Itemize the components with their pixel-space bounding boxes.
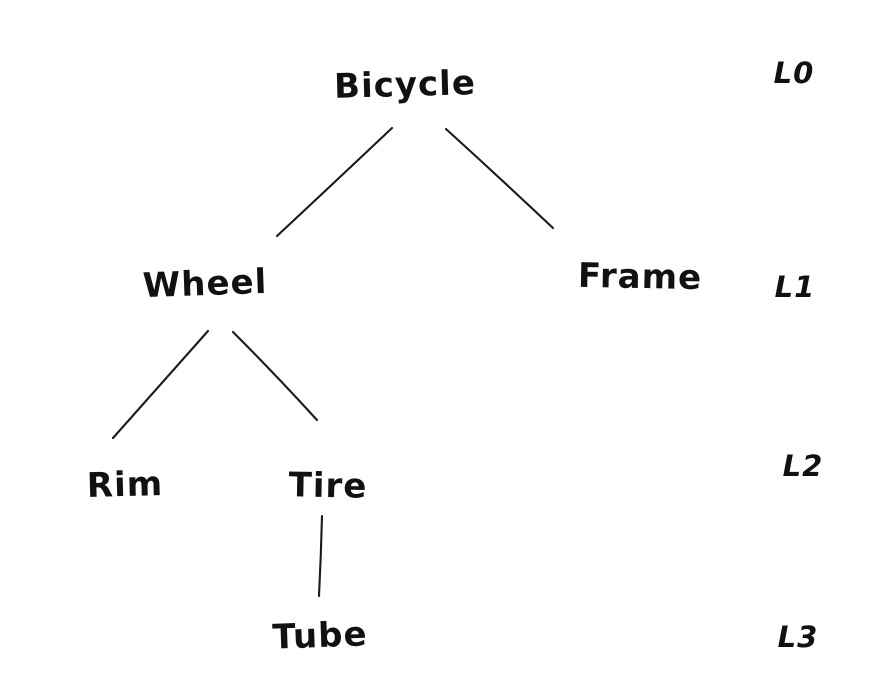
level-label-l3: L3	[777, 620, 819, 654]
level-label-l1: L1	[774, 270, 816, 304]
edge-wheel-rim	[111, 329, 210, 440]
edge-tire-tube	[317, 514, 324, 598]
node-wheel: Wheel	[142, 261, 268, 307]
node-frame: Frame	[577, 255, 703, 299]
node-tube: Tube	[271, 614, 369, 658]
node-tire: Tire	[288, 465, 368, 507]
edge-bicycle-frame	[444, 127, 555, 230]
level-label-l2: L2	[782, 449, 824, 483]
level-label-l0: L0	[773, 56, 815, 90]
edge-bicycle-wheel	[275, 126, 394, 238]
edge-wheel-tire	[231, 330, 319, 422]
node-bicycle: Bicycle	[333, 63, 477, 107]
node-rim: Rim	[86, 464, 164, 506]
